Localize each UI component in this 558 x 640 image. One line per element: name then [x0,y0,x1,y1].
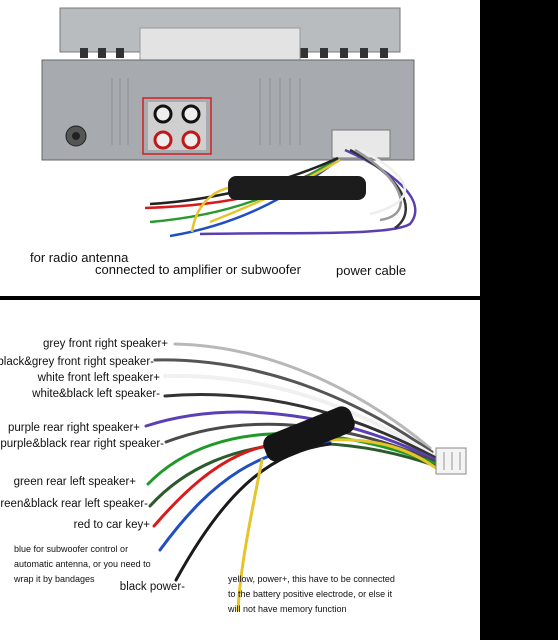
wire-label: white front left speaker+ [37,372,160,384]
amplifier-label: connected to amplifier or subwoofer [95,262,301,277]
head-unit-illustration [41,7,417,238]
head-unit-rear-photo: for radio antenna connected to amplifier… [0,0,480,296]
wire-label: black power- [119,581,185,593]
blue-wire-note: blue for subwoofer control or automatic … [14,544,151,584]
wire-label: grey front right speaker+ [43,338,168,350]
wire-label: purple&black rear right speaker- [0,438,164,450]
power-cable-label: power cable [336,263,407,278]
harness-illustration [144,342,467,612]
wiring-harness-photo: grey front right speaker+ black&grey fro… [0,300,480,640]
wire-label: white&black left speaker- [32,388,160,400]
wire-label: black&grey front right speaker- [0,356,154,368]
wire-label: red to car key+ [73,519,150,531]
antenna-label: for radio antenna [30,250,129,265]
wire-label: green&black rear left speaker- [0,498,148,510]
wire-label: green rear left speaker+ [13,476,136,488]
yellow-wire-note: yellow, power+, this have to be connecte… [228,574,395,614]
wire-label: purple rear right speaker+ [7,422,140,434]
